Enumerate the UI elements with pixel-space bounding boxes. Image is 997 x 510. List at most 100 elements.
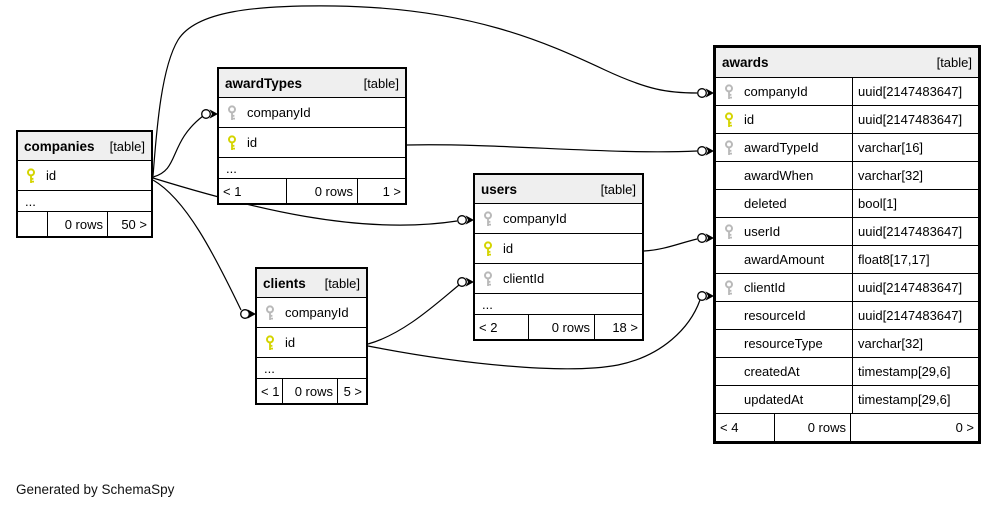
column-name: createdAt: [744, 364, 800, 379]
pager-next: 5 >: [337, 379, 366, 403]
column-name: updatedAt: [744, 392, 804, 407]
pager-prev: < 1: [261, 383, 280, 399]
column-name: awardAmount: [744, 252, 825, 267]
column-name: id: [285, 335, 296, 350]
foreign-key-icon: [723, 223, 734, 240]
column-row: awardAmount float8[17,17]: [716, 246, 978, 274]
table-header[interactable]: users [table]: [475, 175, 642, 204]
table-tag: [table]: [109, 138, 145, 154]
column-row: companyId: [219, 98, 405, 128]
row-count: 0 rows: [286, 179, 357, 203]
table-header[interactable]: clients [table]: [257, 269, 366, 298]
column-name: id: [247, 135, 258, 150]
ellipsis-row: ...: [219, 158, 405, 179]
ellipsis-row: ...: [475, 294, 642, 315]
foreign-key-icon: [482, 270, 493, 287]
column-row: updatedAt timestamp[29,6]: [716, 386, 978, 414]
column-type: timestamp[29,6]: [852, 358, 978, 385]
edge-clients-users: [367, 277, 474, 345]
pager-next: 0 >: [850, 414, 978, 441]
table-companies: companies [table] id ... 0 rows 50 >: [16, 130, 153, 238]
column-row: clientId uuid[2147483647]: [716, 274, 978, 302]
column-row: id: [257, 328, 366, 358]
table-header[interactable]: awardTypes [table]: [219, 69, 405, 98]
pager-next: 18 >: [594, 315, 642, 339]
ellipsis-row: ...: [257, 358, 366, 379]
foreign-key-icon: [226, 104, 237, 121]
foreign-key-icon: [723, 279, 734, 296]
table-header[interactable]: awards [table]: [716, 48, 978, 78]
edge-awardtypes-awards: [406, 144, 714, 156]
column-name: clientId: [503, 271, 545, 286]
column-name: companyId: [744, 84, 808, 99]
row-count: 0 rows: [47, 212, 107, 236]
column-name: companyId: [247, 105, 311, 120]
generator-credit: Generated by SchemaSpy: [16, 482, 175, 497]
column-type: float8[17,17]: [852, 246, 978, 273]
primary-key-icon: [226, 134, 237, 151]
table-clients: clients [table] companyId id ... < 1 0 r…: [255, 267, 368, 405]
foreign-key-icon: [723, 139, 734, 156]
foreign-key-icon: [723, 83, 734, 100]
column-row: awardWhen varchar[32]: [716, 162, 978, 190]
column-name: clientId: [744, 280, 786, 295]
column-name: resourceType: [744, 336, 823, 351]
column-row: clientId: [475, 264, 642, 294]
primary-key-icon: [264, 334, 275, 351]
column-type: timestamp[29,6]: [852, 386, 978, 413]
table-header[interactable]: companies [table]: [18, 132, 151, 161]
column-row: deleted bool[1]: [716, 190, 978, 218]
column-name: id: [46, 168, 57, 183]
column-type: uuid[2147483647]: [852, 78, 978, 105]
column-name: resourceId: [744, 308, 806, 323]
edge-companies-users: [152, 177, 474, 226]
column-row: companyId: [257, 298, 366, 328]
column-row: userId uuid[2147483647]: [716, 218, 978, 246]
column-row: id uuid[2147483647]: [716, 106, 978, 134]
row-count: 0 rows: [528, 315, 594, 339]
column-type: bool[1]: [852, 190, 978, 217]
edge-companies-awards: [152, 5, 714, 177]
table-name: companies: [24, 138, 95, 154]
table-tag: [table]: [600, 181, 636, 197]
column-row: companyId: [475, 204, 642, 234]
column-row: awardTypeId varchar[16]: [716, 134, 978, 162]
column-name: userId: [744, 224, 781, 239]
pager-next: 1 >: [357, 179, 405, 203]
table-awardtypes: awardTypes [table] companyId id ... < 1 …: [217, 67, 407, 205]
edge-companies-awardtypes: [152, 109, 218, 178]
edge-users-awards: [643, 233, 714, 252]
primary-key-icon: [723, 111, 734, 128]
table-footer: < 4 0 rows 0 >: [716, 414, 978, 441]
column-type: varchar[32]: [852, 330, 978, 357]
column-name: awardTypeId: [744, 140, 819, 155]
column-name: id: [744, 112, 755, 127]
table-name: awards: [722, 55, 769, 70]
table-footer: < 2 0 rows 18 >: [475, 315, 642, 339]
table-users: users [table] companyId id clientId ... …: [473, 173, 644, 341]
column-row: id: [219, 128, 405, 158]
row-count: 0 rows: [282, 379, 337, 403]
table-name: awardTypes: [225, 75, 303, 91]
column-name: deleted: [744, 196, 787, 211]
table-footer: 0 rows 50 >: [18, 212, 151, 236]
column-row: resourceId uuid[2147483647]: [716, 302, 978, 330]
table-tag: [table]: [363, 75, 399, 91]
column-row: companyId uuid[2147483647]: [716, 78, 978, 106]
column-row: id: [475, 234, 642, 264]
column-type: varchar[32]: [852, 162, 978, 189]
column-name: companyId: [285, 305, 349, 320]
foreign-key-icon: [264, 304, 275, 321]
primary-key-icon: [482, 240, 493, 257]
column-name: companyId: [503, 211, 567, 226]
pager-prev: < 4: [720, 420, 739, 435]
table-footer: < 1 0 rows 1 >: [219, 179, 405, 203]
column-name: id: [503, 241, 514, 256]
table-tag: [table]: [324, 275, 360, 291]
pager-prev: [18, 212, 47, 236]
column-name: awardWhen: [744, 168, 814, 183]
row-count: 0 rows: [774, 414, 850, 441]
column-type: uuid[2147483647]: [852, 106, 978, 133]
